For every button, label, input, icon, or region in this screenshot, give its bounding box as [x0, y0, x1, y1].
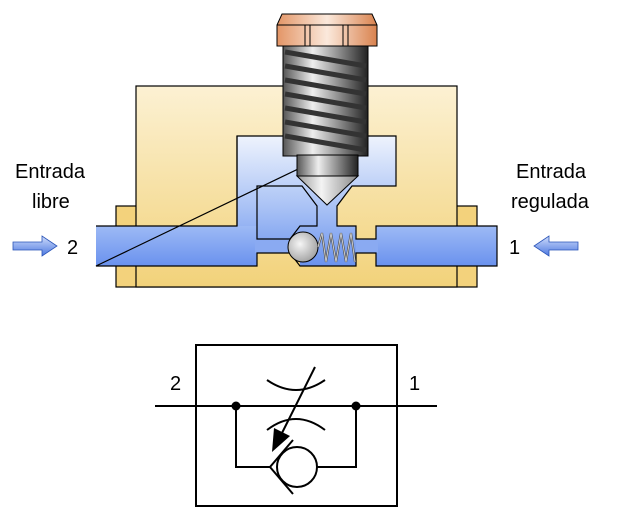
flow-arrow-right-icon: [12, 235, 58, 257]
bolt-head: [276, 13, 378, 47]
left-label-line2: libre: [32, 191, 70, 213]
right-label-line1: Entrada: [516, 161, 587, 183]
inlet-pipe-right: [376, 226, 497, 266]
symbol-port-left: 2: [170, 373, 181, 395]
check-ball: [287, 231, 319, 263]
port-label-right: 1: [509, 237, 520, 259]
symbol-port-right: 1: [409, 373, 420, 395]
inlet-pipe-left: [96, 226, 257, 266]
left-label-line1: Entrada: [15, 161, 86, 183]
port-label-left: 2: [67, 237, 78, 259]
right-label-line2: regulada: [511, 191, 590, 213]
flow-arrow-left-icon: [533, 235, 579, 257]
flow-control-symbol: 2 1: [155, 344, 437, 507]
adjusting-screw: [282, 45, 369, 206]
